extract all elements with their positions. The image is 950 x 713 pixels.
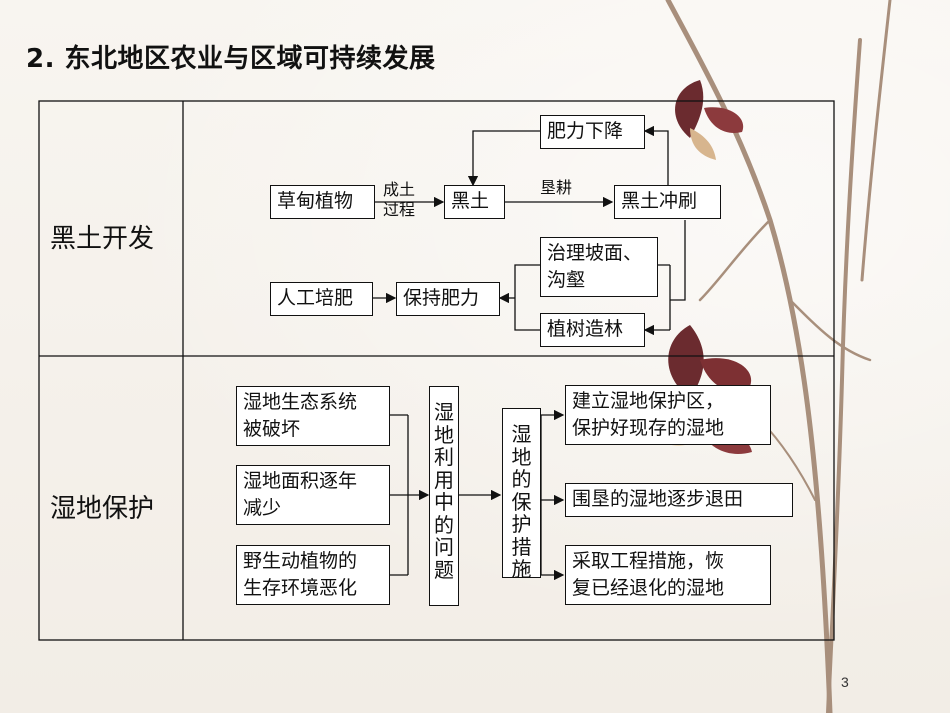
node-manure: 人工培肥 bbox=[270, 282, 373, 316]
page-title: 2. 东北地区农业与区域可持续发展 bbox=[26, 44, 436, 74]
measure-item: 围垦的湿地逐步退田 bbox=[565, 483, 793, 517]
page-number: 3 bbox=[841, 674, 849, 690]
problem-item: 湿地生态系统 被破坏 bbox=[236, 386, 390, 446]
node-slope-control: 治理坡面、 沟壑 bbox=[540, 237, 658, 297]
problem-item: 野生动植物的 生存环境恶化 bbox=[236, 545, 390, 605]
measure-item: 采取工程措施，恢 复已经退化的湿地 bbox=[565, 545, 771, 605]
node-black-soil: 黑土 bbox=[444, 185, 505, 219]
problem-item: 湿地面积逐年 减少 bbox=[236, 465, 390, 525]
butterfly-icon bbox=[675, 80, 744, 160]
measure-item: 建立湿地保护区， 保护好现存的湿地 bbox=[565, 385, 771, 445]
node-afforestation: 植树造林 bbox=[540, 313, 645, 347]
label-reclaim: 垦耕 bbox=[540, 178, 573, 197]
node-fertility-decline: 肥力下降 bbox=[540, 115, 645, 149]
section-label-wetland: 湿地保护 bbox=[50, 494, 155, 524]
label-process: 成土 过程 bbox=[383, 180, 416, 219]
node-keep-fertility: 保持肥力 bbox=[396, 282, 500, 316]
node-vegetation: 草甸植物 bbox=[270, 185, 375, 219]
measure-box: 湿地的保护措施 bbox=[502, 408, 541, 580]
node-erosion: 黑土冲刷 bbox=[614, 185, 721, 219]
section-label-black-soil: 黑土开发 bbox=[50, 224, 155, 254]
issue-box: 湿地利用中的问题 bbox=[429, 386, 459, 606]
